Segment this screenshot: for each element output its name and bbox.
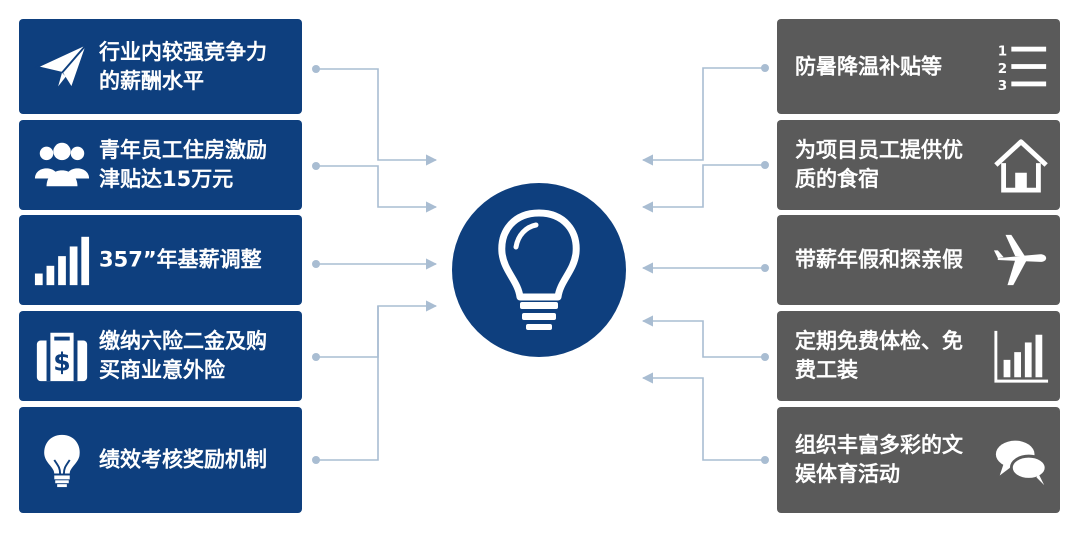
benefit-left-2: 青年员工住房激励 津贴达15万元 bbox=[19, 120, 302, 210]
connector-right-5 bbox=[641, 372, 765, 461]
connector-left-2 bbox=[316, 165, 438, 213]
benefit-right-4-text: 定期免费体检、免 费工装 bbox=[795, 329, 963, 382]
benefit-right-5: 组织丰富多彩的文 娱体育活动 bbox=[777, 407, 1060, 513]
benefit-right-1-text: 防暑降温补贴等 bbox=[795, 54, 942, 78]
benefit-left-4: $ 缴纳六险二金及购 买商业意外险 bbox=[19, 311, 302, 401]
connector-left-5 bbox=[316, 306, 379, 461]
svg-text:2: 2 bbox=[998, 60, 1007, 76]
svg-text:$: $ bbox=[53, 348, 70, 377]
benefit-left-3: 357”年基薪调整 bbox=[19, 215, 302, 305]
benefit-right-2: 为项目员工提供优 质的食宿 bbox=[777, 120, 1060, 210]
benefit-right-5-text: 组织丰富多彩的文 娱体育活动 bbox=[795, 433, 963, 486]
benefit-right-1: 防暑降温补贴等 1 2 3 bbox=[777, 19, 1060, 114]
numbered-list-icon: 1 2 3 bbox=[992, 38, 1050, 96]
lightbulb-icon bbox=[33, 431, 91, 489]
people-group-icon bbox=[33, 136, 91, 194]
speech-bubbles-icon bbox=[992, 431, 1050, 489]
airplane-icon bbox=[992, 231, 1050, 289]
connector-right-2 bbox=[641, 164, 765, 213]
benefit-left-4-text: 缴纳六险二金及购 买商业意外险 bbox=[99, 329, 267, 382]
lightbulb-icon bbox=[498, 209, 580, 330]
paper-plane-icon bbox=[33, 38, 91, 96]
benefit-left-1-text: 行业内较强竞争力 的薪酬水平 bbox=[99, 39, 267, 93]
benefit-right-2-text: 为项目员工提供优 质的食宿 bbox=[795, 138, 963, 191]
benefit-left-5: 绩效考核奖励机制 bbox=[19, 407, 302, 513]
connector-left-1 bbox=[316, 68, 438, 166]
connector-right-1 bbox=[641, 67, 765, 166]
svg-text:1: 1 bbox=[998, 43, 1007, 59]
benefit-right-3-text: 带薪年假和探亲假 bbox=[795, 247, 963, 272]
money-bag-icon: $ bbox=[33, 327, 91, 385]
benefit-left-1: 行业内较强竞争力 的薪酬水平 bbox=[19, 19, 302, 114]
benefit-right-3: 带薪年假和探亲假 bbox=[777, 215, 1060, 305]
bar-chart-rising-icon bbox=[33, 231, 91, 289]
center-circle bbox=[452, 183, 626, 357]
benefit-left-3-text: 357”年基薪调整 bbox=[99, 247, 262, 272]
benefit-right-4: 定期免费体检、免 费工装 bbox=[777, 311, 1060, 401]
benefit-left-2-text: 青年员工住房激励 津贴达15万元 bbox=[99, 138, 267, 191]
connector-left-4 bbox=[316, 300, 438, 358]
benefit-left-5-text: 绩效考核奖励机制 bbox=[99, 447, 267, 472]
svg-text:3: 3 bbox=[998, 78, 1007, 94]
house-icon bbox=[992, 136, 1050, 194]
bar-chart-icon bbox=[992, 327, 1050, 385]
connector-right-4 bbox=[641, 315, 765, 358]
